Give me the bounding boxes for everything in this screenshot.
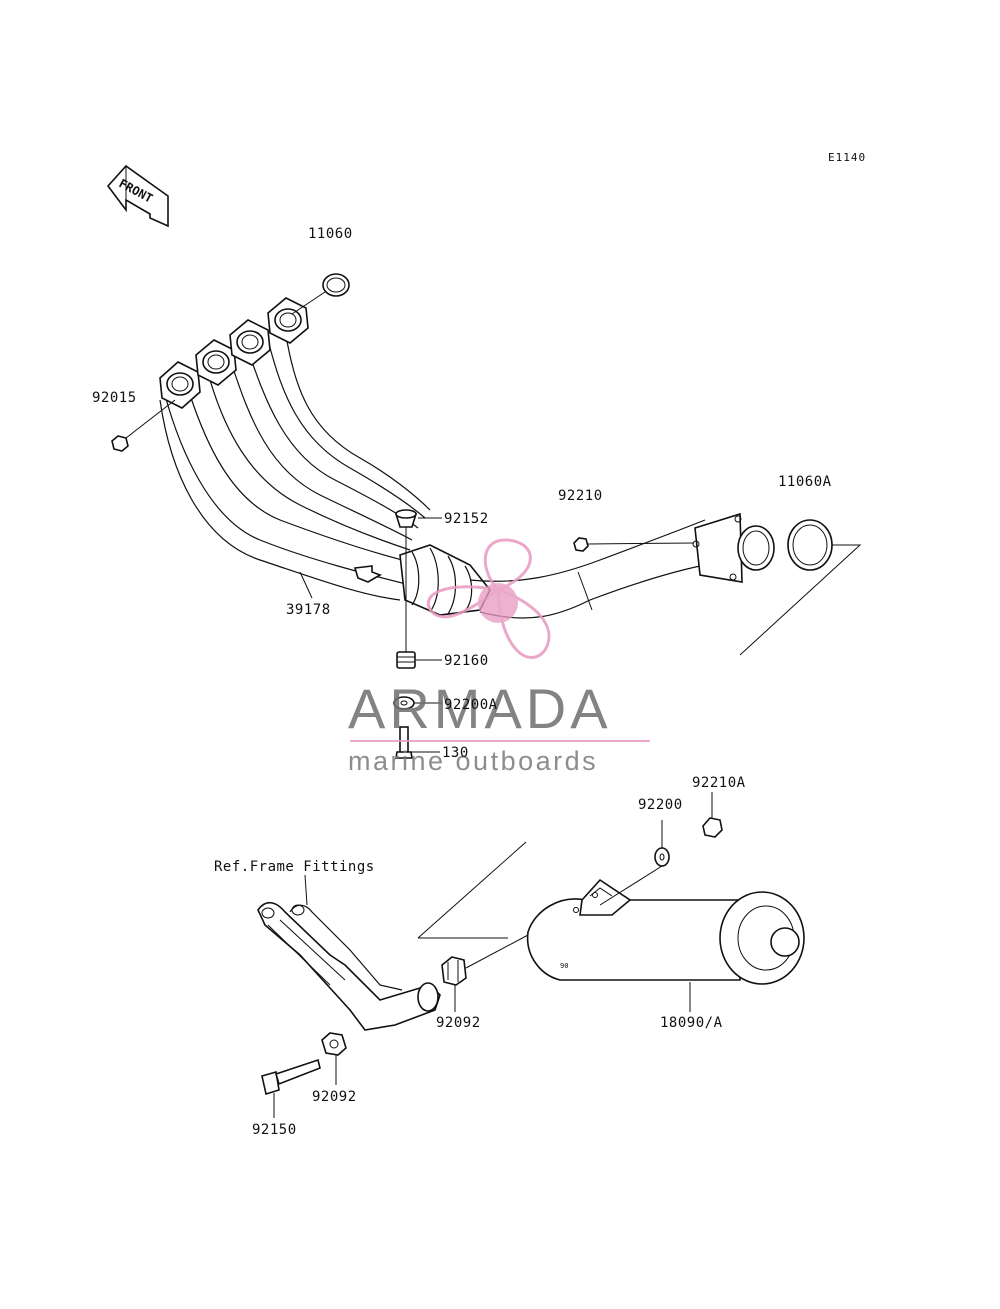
label-130: 130 — [442, 745, 469, 761]
collar-92092-muffler — [441, 956, 467, 986]
header-pipe — [159, 297, 706, 619]
label-ref-frame-fittings: Ref.Frame Fittings — [214, 859, 375, 875]
label-11060: 11060 — [308, 226, 353, 242]
label-39178: 39178 — [286, 602, 331, 618]
bolt-92150 — [261, 1058, 321, 1096]
diagram-code: E1140 — [828, 151, 866, 164]
propeller-icon — [426, 538, 551, 659]
front-arrow-icon: FRONT — [106, 164, 169, 228]
label-92210: 92210 — [558, 488, 603, 504]
nut-92210 — [573, 537, 589, 552]
label-92200: 92200 — [638, 797, 683, 813]
bushing-92160 — [396, 651, 416, 669]
bushing-92152 — [394, 509, 418, 528]
nut-92210a — [702, 817, 723, 838]
label-92152: 92152 — [444, 511, 489, 527]
label-92210a: 92210A — [692, 775, 746, 791]
header-flange-4 — [267, 297, 309, 344]
label-18090a: 18090/A — [660, 1015, 723, 1031]
label-92160: 92160 — [444, 653, 489, 669]
label-92015: 92015 — [92, 390, 137, 406]
collector-joint — [353, 544, 491, 616]
nut-92015 — [111, 435, 129, 452]
label-92092-muffler: 92092 — [436, 1015, 481, 1031]
propeller-hub-icon — [478, 583, 518, 623]
gasket-11060a — [787, 519, 833, 571]
frame-bracket — [257, 901, 441, 1031]
svg-text:90: 90 — [560, 962, 568, 970]
armada-logo: ARMADA marine outboards — [348, 538, 650, 776]
washer-92200a — [393, 696, 415, 710]
washer-92200 — [654, 847, 670, 867]
watermark-subtitle: marine outboards — [348, 746, 598, 776]
label-92200a: 92200A — [444, 697, 498, 713]
header-flange-2 — [195, 339, 237, 386]
header-flange-1 — [159, 361, 201, 409]
pipe-outlet-flange — [692, 512, 775, 583]
label-92092-bracket: 92092 — [312, 1089, 357, 1105]
header-flange-3 — [229, 319, 271, 366]
gasket-11060 — [322, 273, 350, 297]
collar-92092-bracket — [321, 1032, 347, 1056]
label-92150: 92150 — [252, 1122, 297, 1138]
label-11060a: 11060A — [778, 474, 832, 490]
watermark-name: ARMADA — [348, 677, 612, 740]
muffler: 90 — [526, 878, 805, 985]
